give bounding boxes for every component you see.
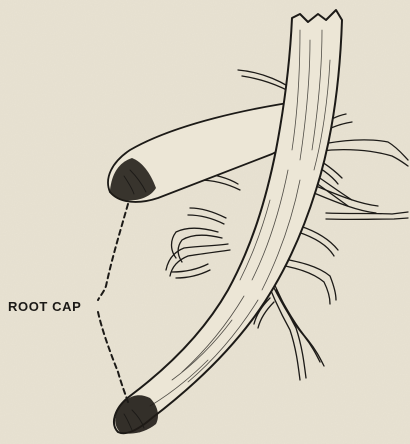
root-cap-label: ROOT CAP — [8, 299, 81, 314]
